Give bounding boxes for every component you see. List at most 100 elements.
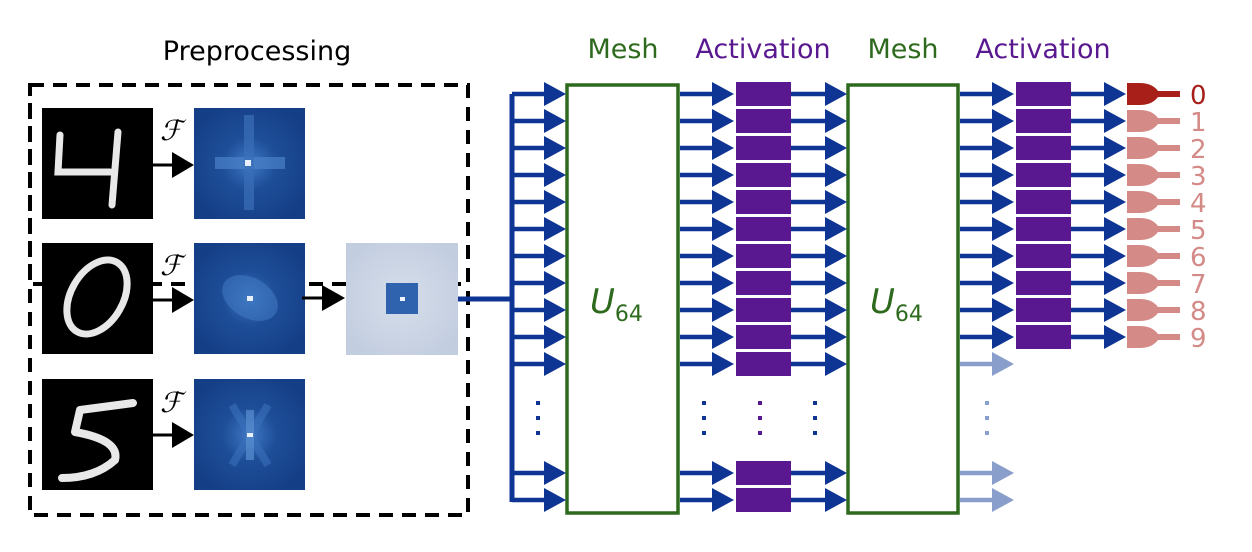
ellipsis-dot <box>985 431 989 435</box>
arrow-head-icon <box>992 244 1014 268</box>
mesh-2-title: Mesh <box>867 34 938 65</box>
activation-2-unit <box>1016 82 1071 106</box>
activation-1-unit <box>736 136 791 160</box>
activation-1-title: Activation <box>695 34 830 65</box>
arrow-head-icon <box>1104 271 1126 295</box>
fourier-symbol: ℱ <box>160 114 187 147</box>
class-label: 2 <box>1190 135 1207 165</box>
class-label: 3 <box>1190 162 1207 192</box>
arrow-head-icon <box>825 136 847 160</box>
ellipsis-dot <box>702 431 706 435</box>
photodetector-icon <box>1127 83 1180 105</box>
arrow-head-icon <box>544 271 566 295</box>
photodetector-icon <box>1127 137 1180 159</box>
arrow-head-icon <box>825 244 847 268</box>
arrow-head-icon <box>1104 298 1126 322</box>
activation-2-unit <box>1016 244 1071 268</box>
arrow-head-icon <box>712 217 734 241</box>
ellipsis-dot <box>702 401 706 405</box>
arrow-head-icon <box>992 136 1014 160</box>
arrow-head-icon <box>992 190 1014 214</box>
ellipsis-dot <box>813 401 817 405</box>
digit-4-row: ℱ <box>42 108 305 219</box>
ellipsis-dot <box>536 416 540 420</box>
arrow-head-icon <box>825 217 847 241</box>
arrow-head-icon <box>1104 217 1126 241</box>
class-label: 4 <box>1190 189 1207 219</box>
activation-1-unit <box>736 109 791 133</box>
arrow-head-icon <box>1104 136 1126 160</box>
arrow-head-icon <box>712 271 734 295</box>
class-label: 5 <box>1190 216 1207 246</box>
digit-0-stroke <box>63 256 131 338</box>
activation-1-unit <box>736 488 791 512</box>
arrow-head-icon <box>1104 109 1126 133</box>
detector-5: 5 <box>1127 216 1207 246</box>
arrow-head-icon <box>712 488 734 512</box>
photodetector-icon <box>1127 191 1180 213</box>
photodetector-icon <box>1127 326 1180 348</box>
activation-1-unit <box>736 271 791 295</box>
arrow-head-icon <box>712 190 734 214</box>
arrow-head-icon <box>825 271 847 295</box>
arrow-head-icon <box>544 190 566 214</box>
arrow-head-icon <box>712 325 734 349</box>
arrow-head-icon <box>992 217 1014 241</box>
fft-center <box>400 297 405 301</box>
arrow-head-icon <box>992 109 1014 133</box>
arrow-head-icon <box>1104 325 1126 349</box>
ellipsis-dot <box>702 416 706 420</box>
detector-8: 8 <box>1127 297 1207 327</box>
arrow-head-icon <box>1104 163 1126 187</box>
activation-1-unit <box>736 325 791 349</box>
arrow-head-icon <box>992 298 1014 322</box>
preprocessing-title: Preprocessing <box>163 36 351 67</box>
mesh-2: U64 <box>846 83 960 515</box>
arrow-head-icon <box>712 136 734 160</box>
arrow-head-icon <box>544 325 566 349</box>
arrow-head-icon <box>992 271 1014 295</box>
activation-2-unit <box>1016 325 1071 349</box>
arrow-head-icon <box>544 136 566 160</box>
arrow-head-icon <box>544 488 566 512</box>
fft-center <box>247 433 253 437</box>
mesh-2-label: U64 <box>870 282 923 327</box>
arrow-head-icon <box>825 352 847 376</box>
activation-1-unit <box>736 352 791 376</box>
activation-1-unit <box>736 298 791 322</box>
activation-1-unit <box>736 461 791 485</box>
digit-5-row: ℱ <box>42 379 305 490</box>
arrow-head-icon <box>544 244 566 268</box>
arrow-head-icon <box>992 325 1014 349</box>
activation-1-unit <box>736 82 791 106</box>
arrow-head-icon <box>825 109 847 133</box>
activation-2-unit <box>1016 298 1071 322</box>
ellipsis-dot <box>758 401 762 405</box>
detector-3: 3 <box>1127 162 1207 192</box>
arrow-head-icon <box>172 152 194 178</box>
arrow-head-icon <box>712 461 734 485</box>
activation-2-unit <box>1016 217 1071 241</box>
arrow-head-icon <box>992 163 1014 187</box>
arrow-head-icon <box>544 109 566 133</box>
ellipsis-dot <box>758 431 762 435</box>
arrow-head-icon <box>544 298 566 322</box>
photodetector-icon <box>1127 299 1180 321</box>
photodetector-icon <box>1127 272 1180 294</box>
detector-7: 7 <box>1127 270 1207 300</box>
arrow-head-icon <box>544 163 566 187</box>
arrow-head-icon <box>544 82 566 106</box>
arrow-head-icon <box>712 244 734 268</box>
arrow-head-icon <box>825 488 847 512</box>
activation-2-unit <box>1016 136 1071 160</box>
fourier-symbol: ℱ <box>160 386 187 419</box>
photodetector-icon <box>1127 164 1180 186</box>
arrow-head-icon <box>825 82 847 106</box>
activation-1-unit <box>736 244 791 268</box>
arrow-head-icon <box>992 82 1014 106</box>
class-label: 0 <box>1190 81 1207 111</box>
arrow-head-icon <box>712 352 734 376</box>
arrow-head-icon <box>992 352 1014 376</box>
ellipsis-dot <box>758 416 762 420</box>
